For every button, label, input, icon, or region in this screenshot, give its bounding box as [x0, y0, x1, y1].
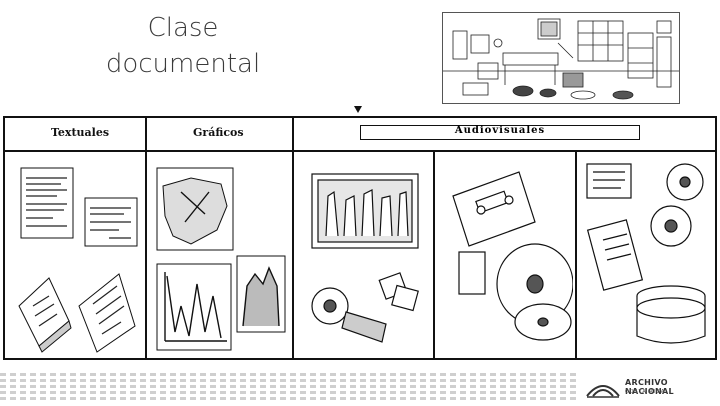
photo-film-illustration [311, 173, 419, 343]
title-line-1: Clase [147, 13, 219, 43]
title-line-2: documental [105, 49, 261, 79]
divider-2 [292, 118, 294, 358]
archivo-nacional-logo: ARCHIVO NACIONAL COSTA RICA [585, 376, 715, 400]
column-label-textuales: Textuales [51, 126, 110, 139]
cell-textuales [9, 156, 143, 356]
film-reel-illustration [586, 163, 706, 344]
document-class-table: Textuales Gráficos Audiovisuales [3, 116, 717, 360]
divider-3 [433, 152, 435, 358]
column-label-graficos: Gráficos [193, 126, 244, 139]
header-audiovisuales [294, 118, 715, 152]
slide-title: Clase documental [88, 10, 278, 82]
header-textuales: Textuales [5, 118, 145, 152]
cassette-disc-illustration [452, 171, 574, 341]
column-label-audiovisuales: Audiovisuales [454, 125, 546, 136]
cell-audiovisual-sound [439, 156, 574, 356]
textual-documents-illustration [18, 167, 138, 353]
divider-4 [575, 152, 577, 358]
pointer-arrow [354, 106, 362, 113]
logo-icon [586, 385, 620, 398]
header-graficos: Gráficos [147, 118, 292, 152]
cell-audiovisual-film [581, 156, 713, 356]
divider-1 [145, 118, 147, 358]
footer-dash-pattern [0, 370, 580, 400]
footer-pattern [0, 366, 580, 402]
logo-subtitle: COSTA RICA [625, 389, 666, 395]
cell-graficos [151, 156, 289, 356]
office-drawing [443, 18, 679, 100]
cell-audiovisual-photo [298, 156, 430, 356]
logo-name: ARCHIVO NACIONAL [625, 378, 674, 396]
graphic-documents-illustration [156, 167, 286, 351]
audiovisuales-label-box: Audiovisuales [360, 125, 640, 140]
office-illustration [442, 12, 680, 104]
